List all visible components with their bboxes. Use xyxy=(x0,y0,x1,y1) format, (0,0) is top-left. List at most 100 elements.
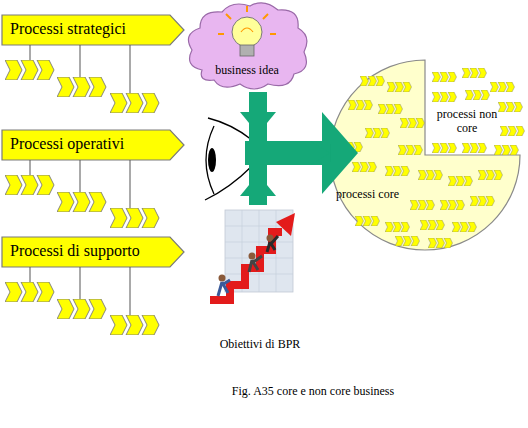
subprocess-chevrons xyxy=(5,282,54,302)
banner-shape xyxy=(2,15,184,45)
process-chevrons xyxy=(400,118,425,128)
bulb-rays xyxy=(218,6,276,34)
subprocess-chevrons xyxy=(110,93,159,113)
process-chevrons xyxy=(428,238,453,248)
cloud-outline xyxy=(182,0,312,92)
eye-upper-lid xyxy=(208,118,252,140)
node-label: Processi operativi xyxy=(10,135,175,153)
process-banner: Processi strategici xyxy=(2,15,184,45)
process-chevrons xyxy=(448,176,473,186)
bulb-ray xyxy=(218,33,224,35)
figure-body xyxy=(218,280,230,296)
node-label: Processi strategici xyxy=(10,20,175,38)
node-label: Processi di supporto xyxy=(10,242,175,260)
idea-cloud: business idea xyxy=(182,0,312,92)
staircase-arrowhead xyxy=(276,213,295,236)
grid-line xyxy=(225,258,293,259)
eye-pupil xyxy=(208,148,216,172)
banner-shape xyxy=(2,130,184,160)
grid-line xyxy=(225,274,293,275)
subprocess-tree xyxy=(5,267,159,335)
tree-line xyxy=(130,160,131,208)
bulb-ray xyxy=(226,14,231,19)
subprocess-chevrons xyxy=(57,299,106,319)
process-chevrons xyxy=(462,68,487,78)
figure-body xyxy=(267,236,278,252)
process-chevrons xyxy=(432,92,457,102)
arrow-body xyxy=(245,141,325,165)
process-chevrons xyxy=(498,102,523,112)
process-chevrons xyxy=(462,143,487,153)
process-chevrons xyxy=(432,143,457,153)
illustration-grid xyxy=(225,210,293,292)
figure-head xyxy=(219,275,226,282)
flow-arrow xyxy=(258,153,330,205)
subprocess-chevrons xyxy=(5,175,54,195)
node-label: processi non core xyxy=(436,108,498,136)
process-banner: Processi operativi xyxy=(2,130,184,160)
arrow-head xyxy=(240,112,276,134)
tree-line xyxy=(80,267,81,299)
process-chevrons xyxy=(378,104,403,114)
tree-line xyxy=(130,267,131,315)
tree-line xyxy=(30,267,31,282)
bulb-ray xyxy=(246,6,248,12)
subprocess-tree xyxy=(5,45,159,113)
bulb-filament xyxy=(241,28,253,32)
process-chevrons xyxy=(355,216,380,226)
tree-line xyxy=(130,45,131,93)
grid-line xyxy=(276,210,277,292)
subprocess-chevrons xyxy=(57,77,106,97)
process-chevrons xyxy=(398,145,423,155)
process-banner: Processi di supporto xyxy=(2,237,184,267)
flow-arrow xyxy=(258,92,330,153)
process-chevrons xyxy=(440,200,465,210)
process-chevrons xyxy=(452,222,477,232)
tree-line xyxy=(80,45,81,77)
process-chevrons xyxy=(465,90,490,100)
pie-shape xyxy=(330,60,520,250)
process-chevrons xyxy=(494,145,519,155)
bulb-ray xyxy=(263,14,268,19)
grid-line xyxy=(225,242,293,243)
red-staircase xyxy=(210,232,282,300)
subprocess-chevrons xyxy=(110,208,159,228)
process-chevrons xyxy=(490,82,515,92)
figure-head xyxy=(267,235,274,242)
process-chevrons xyxy=(385,222,410,232)
figure-head xyxy=(249,253,256,260)
bulb-glass xyxy=(232,17,262,47)
node-label: processi core xyxy=(336,188,428,202)
process-chevrons xyxy=(500,126,525,136)
arrow-head xyxy=(240,174,276,196)
pie-chevrons xyxy=(338,68,525,248)
lightbulb-icon xyxy=(218,6,276,56)
process-chevrons xyxy=(348,100,373,110)
grid-line xyxy=(225,226,293,227)
bpr-illustration xyxy=(210,210,295,300)
figure-body xyxy=(249,256,262,272)
subprocess-tree xyxy=(5,160,159,228)
process-chevrons xyxy=(385,166,410,176)
process-chevrons xyxy=(338,142,363,152)
process-chevrons xyxy=(352,162,377,172)
process-chevrons xyxy=(478,170,503,180)
process-chevrons xyxy=(432,72,457,82)
bulb-base xyxy=(240,45,254,56)
process-chevrons xyxy=(470,196,495,206)
climbing-figures xyxy=(218,235,278,297)
process-chevrons xyxy=(387,82,412,92)
subprocess-chevrons xyxy=(5,60,54,80)
bulb-ray xyxy=(270,33,276,35)
banner-shape xyxy=(2,237,184,267)
process-chevrons xyxy=(410,200,435,210)
arrow-head xyxy=(322,112,358,194)
grid-line xyxy=(259,210,260,292)
process-chevrons xyxy=(420,220,445,230)
subprocess-chevrons xyxy=(110,315,159,335)
vision-arrow xyxy=(240,112,358,196)
illustration-panel xyxy=(225,210,293,292)
tree-line xyxy=(80,160,81,192)
